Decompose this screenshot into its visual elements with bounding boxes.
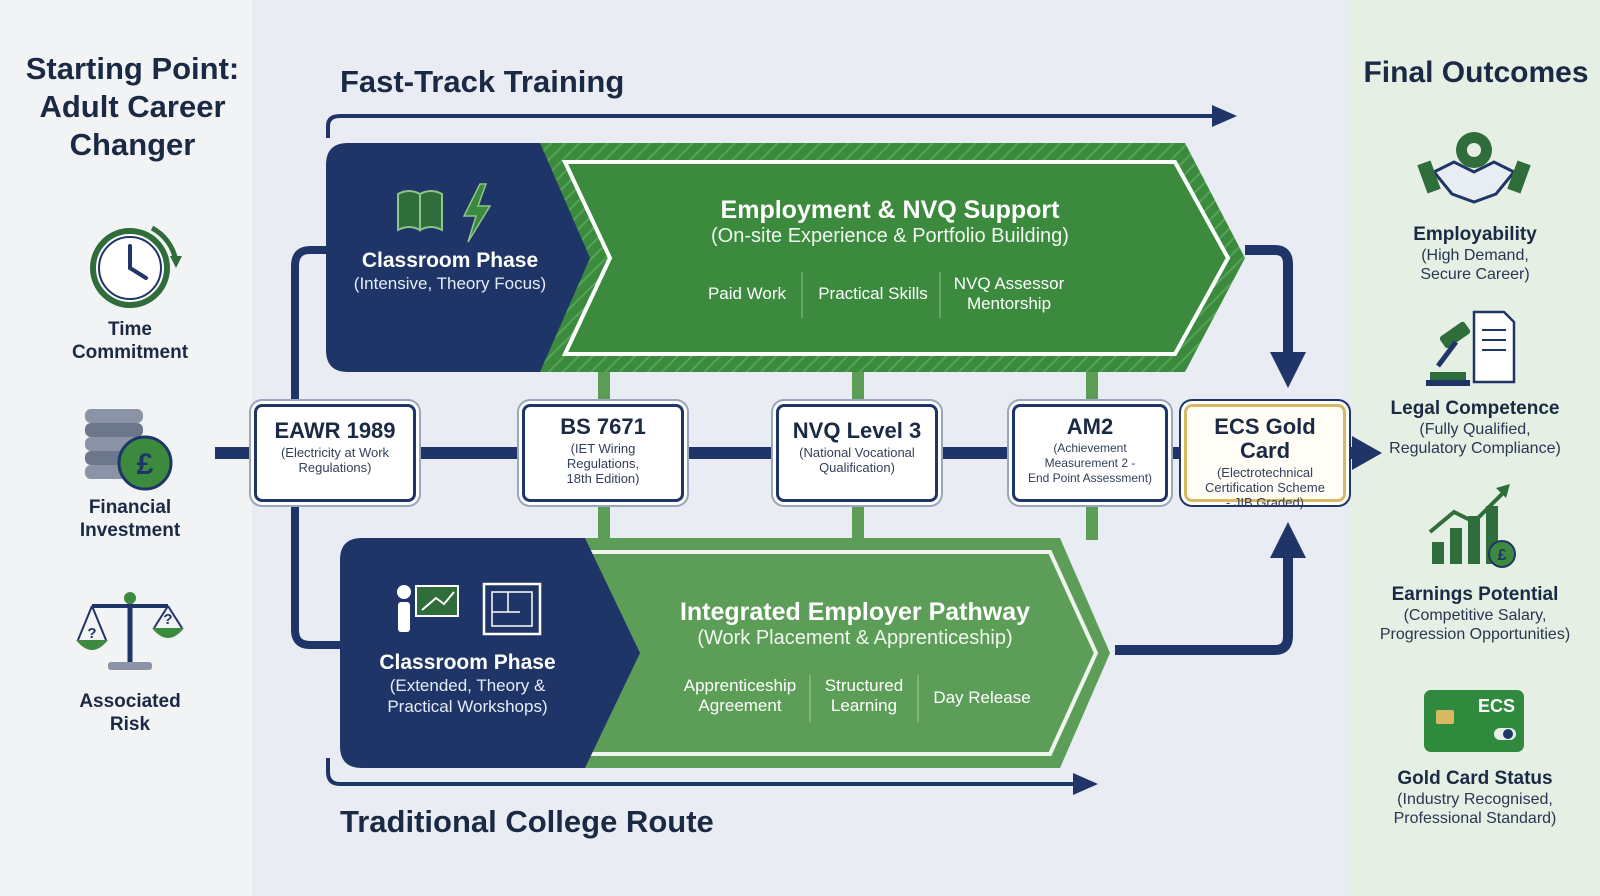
traditional-route-arrow (326, 758, 1098, 795)
clock-icon (90, 225, 182, 308)
left-item-label-2: Risk (109, 714, 151, 735)
left-item-label-1: Associated (79, 691, 181, 712)
employer-pathway-text: Integrated Employer Pathway (Work Placem… (640, 598, 1070, 650)
bottom-merge-arrow (1115, 522, 1306, 655)
green-subtitle: (On-site Experience & Portfolio Building… (711, 225, 1069, 247)
outcome-subtitle: (Fully Qualified, Regulatory Compliance) (1389, 421, 1561, 457)
phase-subtitle-1: (Extended, Theory & (389, 676, 546, 695)
item-nvq-mentorship: NVQ Assessor Mentorship (953, 274, 1065, 313)
outcome-legal-competence: Legal Competence (Fully Qualified, Regul… (1355, 398, 1595, 458)
handshake-gear-icon (1417, 132, 1531, 204)
phase-subtitle-2: Practical Workshops) (387, 697, 548, 716)
green-subtitle: (Work Placement & Apprenticeship) (697, 627, 1013, 649)
traditional-classroom-text: Classroom Phase (Extended, Theory & Prac… (345, 650, 590, 717)
outcome-gold-card-status: Gold Card Status (Industry Recognised, P… (1355, 768, 1595, 828)
ecs-card-label: ECS (1478, 696, 1516, 716)
milestone-eawr: EAWR 1989 (Electricity at Work Regulatio… (254, 404, 416, 502)
milestone-title: BS 7671 (560, 414, 646, 439)
outcome-title: Legal Competence (1390, 398, 1560, 419)
green-title: Employment & NVQ Support (720, 196, 1060, 224)
axis-arrowhead (1352, 436, 1382, 470)
item-separators (801, 272, 941, 722)
green-title: Integrated Employer Pathway (679, 598, 1031, 626)
item-paid-work: Paid Work (707, 284, 787, 303)
final-outcomes-title: Final Outcomes (1363, 56, 1589, 89)
milestone-subtitle: (IET Wiring Regulations, 18th Edition) (566, 441, 640, 486)
milestone-nvq-level-3: NVQ Level 3 (National Vocational Qualifi… (776, 404, 938, 502)
svg-text:?: ? (87, 625, 96, 642)
left-item-label-2: Investment (79, 520, 181, 541)
left-item-risk: Associated Risk (40, 690, 220, 736)
svg-text:?: ? (163, 611, 172, 628)
traditional-route-title: Traditional College Route (340, 804, 714, 839)
scales-icon: ? ? (76, 592, 184, 670)
outcome-subtitle: (Industry Recognised, Professional Stand… (1393, 791, 1557, 827)
outcome-employability: Employability (High Demand, Secure Caree… (1355, 224, 1595, 284)
milestone-subtitle: (National Vocational Qualification) (799, 445, 915, 475)
left-item-financial: Financial Investment (40, 496, 220, 542)
employment-support-text: Employment & NVQ Support (On-site Experi… (620, 196, 1160, 248)
starting-point-title: Starting Point: Adult Career Changer (25, 51, 240, 162)
fast-track-classroom-text: Classroom Phase (Intensive, Theory Focus… (330, 248, 570, 294)
book-lightning-icon (397, 183, 492, 243)
employer-pathway-block (560, 538, 1110, 768)
growth-chart-icon: £ (1428, 484, 1516, 568)
fast-track-arrow (326, 105, 1237, 138)
blueprint-icon (482, 582, 542, 636)
outcome-title: Employability (1413, 224, 1537, 245)
left-item-label-2: Commitment (71, 342, 189, 363)
outcome-title: Gold Card Status (1397, 768, 1553, 789)
milestone-ecs-gold-card: ECS Gold Card (Electrotechnical Certific… (1184, 404, 1346, 510)
phase-title: Classroom Phase (379, 651, 556, 674)
ecs-card-icon (1424, 690, 1524, 752)
left-item-time: Time Commitment (40, 318, 220, 364)
phase-subtitle: (Intensive, Theory Focus) (353, 274, 547, 293)
svg-text:£: £ (1498, 547, 1507, 564)
outcome-subtitle: (High Demand, Secure Career) (1420, 247, 1530, 283)
milestone-subtitle: (Electrotechnical Certification Scheme -… (1205, 465, 1325, 510)
left-item-label-1: Time (107, 319, 152, 340)
item-structured-learning: Structured Learning (824, 676, 904, 715)
milestone-title: ECS Gold Card (1214, 414, 1316, 463)
employment-support-block (530, 143, 1245, 372)
milestone-am2: AM2 (Achievement Measurement 2 - End Poi… (1012, 404, 1168, 502)
milestone-bs7671: BS 7671 (IET Wiring Regulations, 18th Ed… (522, 404, 684, 502)
left-item-label-1: Financial (88, 497, 172, 518)
milestone-title: AM2 (1066, 414, 1114, 439)
fast-track-classroom-block (326, 143, 590, 372)
outcome-title: Earnings Potential (1391, 584, 1559, 605)
milestone-subtitle: (Achievement Measurement 2 - End Point A… (1027, 441, 1153, 485)
top-merge-arrow (1245, 245, 1306, 388)
fast-track-title: Fast-Track Training (340, 64, 625, 99)
teacher-board-icon (397, 585, 459, 632)
milestone-subtitle: (Electricity at Work Regulations) (280, 445, 390, 475)
svg-text:£: £ (137, 448, 154, 481)
milestone-title: NVQ Level 3 (792, 418, 922, 443)
coins-icon: £ (85, 409, 173, 491)
item-practical-skills: Practical Skills (818, 284, 928, 303)
gavel-document-icon (1426, 310, 1516, 386)
milestone-title: EAWR 1989 (274, 418, 396, 443)
item-apprenticeship-agreement: Apprenticeship Agreement (683, 676, 797, 715)
phase-title: Classroom Phase (361, 249, 539, 272)
outcome-earnings-potential: Earnings Potential (Competitive Salary, … (1355, 584, 1595, 644)
item-day-release: Day Release (933, 688, 1031, 707)
outcome-subtitle: (Competitive Salary, Progression Opportu… (1379, 607, 1571, 643)
